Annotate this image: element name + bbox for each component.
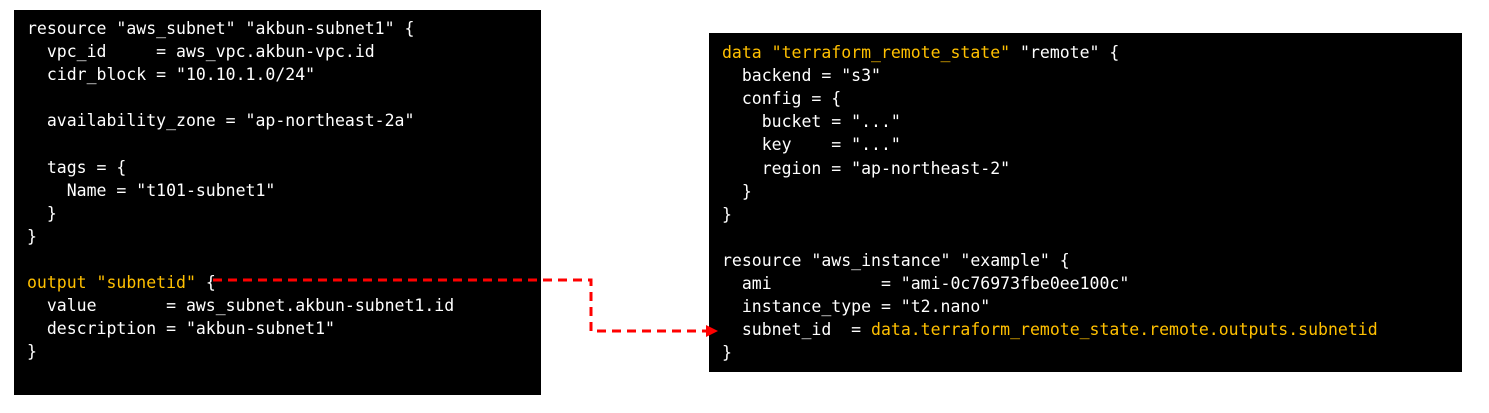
reference-arrow-line xyxy=(213,278,708,333)
code-line: data "terraform_remote_state" "remote" { xyxy=(722,41,1119,64)
code-token: description = "akbun-subnet1" xyxy=(27,319,335,339)
code-token: ami = "ami-0c76973fbe0ee100c" xyxy=(722,274,1130,293)
right-code-panel: data "terraform_remote_state" "remote" {… xyxy=(709,33,1462,372)
code-line: availability_zone = "ap-northeast-2a" xyxy=(27,109,415,132)
code-line: ami = "ami-0c76973fbe0ee100c" xyxy=(722,272,1129,295)
code-token: instance_type = "t2.nano" xyxy=(722,297,991,317)
code-token: "remote" { xyxy=(1020,43,1120,62)
code-line: value = aws_subnet.akbun-subnet1.id xyxy=(27,294,454,317)
code-line: Name = "t101-subnet1" xyxy=(27,179,276,202)
code-token: backend = "s3" xyxy=(722,66,881,86)
code-token: tags = { xyxy=(27,157,127,177)
code-line: } xyxy=(27,202,57,225)
code-token: bucket = "..." xyxy=(722,112,901,132)
code-token: } xyxy=(27,342,37,362)
code-token-highlight: data.terraform_remote_state.remote.outpu… xyxy=(871,320,1378,340)
code-line: tags = { xyxy=(27,156,126,179)
code-token: } xyxy=(722,204,732,224)
code-token: availability_zone = "ap-northeast-2a" xyxy=(27,111,415,131)
code-token-highlight: output "subnetid" xyxy=(27,273,206,293)
reference-arrow-head xyxy=(706,325,718,337)
code-line: } xyxy=(27,225,37,248)
code-token: } xyxy=(27,226,37,246)
code-token: cidr_block = "10.10.1.0/24" xyxy=(27,65,316,85)
code-line: } xyxy=(27,340,37,363)
code-line: } xyxy=(722,203,732,226)
code-token: Name = "t101-subnet1" xyxy=(27,180,276,200)
code-token: subnet_id = xyxy=(722,320,872,340)
code-line: cidr_block = "10.10.1.0/24" xyxy=(27,63,315,86)
code-token: resource "aws_instance" "example" { xyxy=(722,250,1070,270)
code-token: value = aws_subnet.akbun-subnet1.id xyxy=(27,296,455,316)
code-line: description = "akbun-subnet1" xyxy=(27,317,335,340)
code-token: { xyxy=(205,273,216,293)
code-line: region = "ap-northeast-2" xyxy=(722,157,1010,180)
code-token: key = "..." xyxy=(722,135,901,155)
code-line: output "subnetid" { xyxy=(27,271,216,294)
code-token-highlight: data "terraform_remote_state" xyxy=(722,43,1021,62)
code-line: subnet_id = data.terraform_remote_state.… xyxy=(722,318,1378,341)
code-line: bucket = "..." xyxy=(722,110,901,133)
code-line: instance_type = "t2.nano" xyxy=(722,295,990,318)
code-line: backend = "s3" xyxy=(722,64,881,87)
left-code-panel: resource "aws_subnet" "akbun-subnet1" { … xyxy=(14,10,541,395)
code-token: } xyxy=(27,203,57,223)
code-token: } xyxy=(722,343,732,363)
code-token: } xyxy=(722,181,752,201)
code-line: } xyxy=(722,341,732,364)
code-token: resource "aws_subnet" "akbun-subnet1" { xyxy=(27,19,415,38)
code-token: vpc_id = aws_vpc.akbun-vpc.id xyxy=(27,42,375,62)
code-line: resource "aws_subnet" "akbun-subnet1" { xyxy=(27,17,414,40)
code-line: vpc_id = aws_vpc.akbun-vpc.id xyxy=(27,40,375,63)
code-line: key = "..." xyxy=(722,133,901,156)
code-token: region = "ap-northeast-2" xyxy=(722,158,1011,178)
code-line: resource "aws_instance" "example" { xyxy=(722,249,1070,272)
code-line: } xyxy=(722,180,752,203)
code-token: config = { xyxy=(722,89,842,109)
code-line: config = { xyxy=(722,87,841,110)
